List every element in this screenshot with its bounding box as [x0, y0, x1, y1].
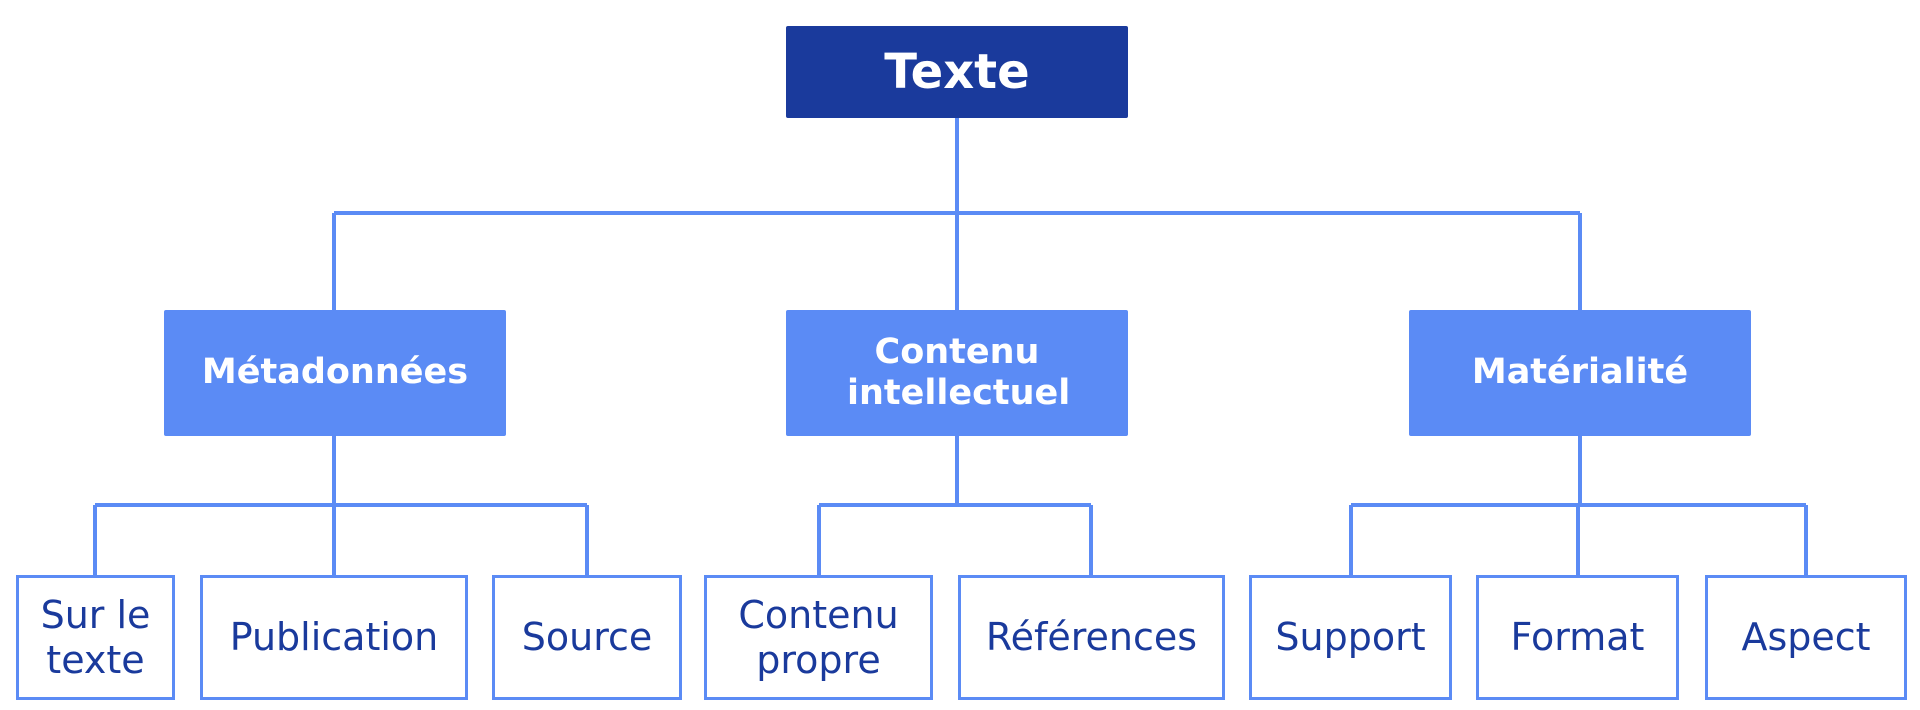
leaf-node-format: Format [1476, 575, 1679, 700]
leaf-label-aspect: Aspect [1741, 615, 1871, 660]
category-label-contenu-intellectuel: Contenu intellectuel [847, 331, 1071, 413]
leaf-node-source: Source [492, 575, 682, 700]
leaf-node-publication: Publication [200, 575, 468, 700]
leaf-label-source: Source [521, 615, 653, 660]
category-label-materialite: Matérialité [1471, 352, 1689, 393]
category-node-contenu-intellectuel: Contenu intellectuel [786, 310, 1128, 436]
leaf-node-aspect: Aspect [1705, 575, 1907, 700]
leaf-label-sur-le-texte: Sur le texte [40, 592, 151, 682]
leaf-label-contenu-propre: Contenu propre [738, 592, 899, 682]
root-label: Texte [884, 43, 1030, 100]
leaf-label-format: Format [1510, 615, 1645, 660]
leaf-node-references: Références [958, 575, 1225, 700]
leaf-node-sur-le-texte: Sur le texte [16, 575, 175, 700]
leaf-label-references: Références [985, 615, 1198, 660]
root-node-texte: Texte [786, 26, 1128, 118]
leaf-node-contenu-propre: Contenu propre [704, 575, 933, 700]
category-node-metadonnees: Métadonnées [164, 310, 506, 436]
category-label-metadonnees: Métadonnées [201, 352, 469, 393]
category-node-materialite: Matérialité [1409, 310, 1751, 436]
leaf-label-support: Support [1275, 615, 1426, 660]
leaf-label-publication: Publication [229, 615, 439, 660]
leaf-node-support: Support [1249, 575, 1452, 700]
